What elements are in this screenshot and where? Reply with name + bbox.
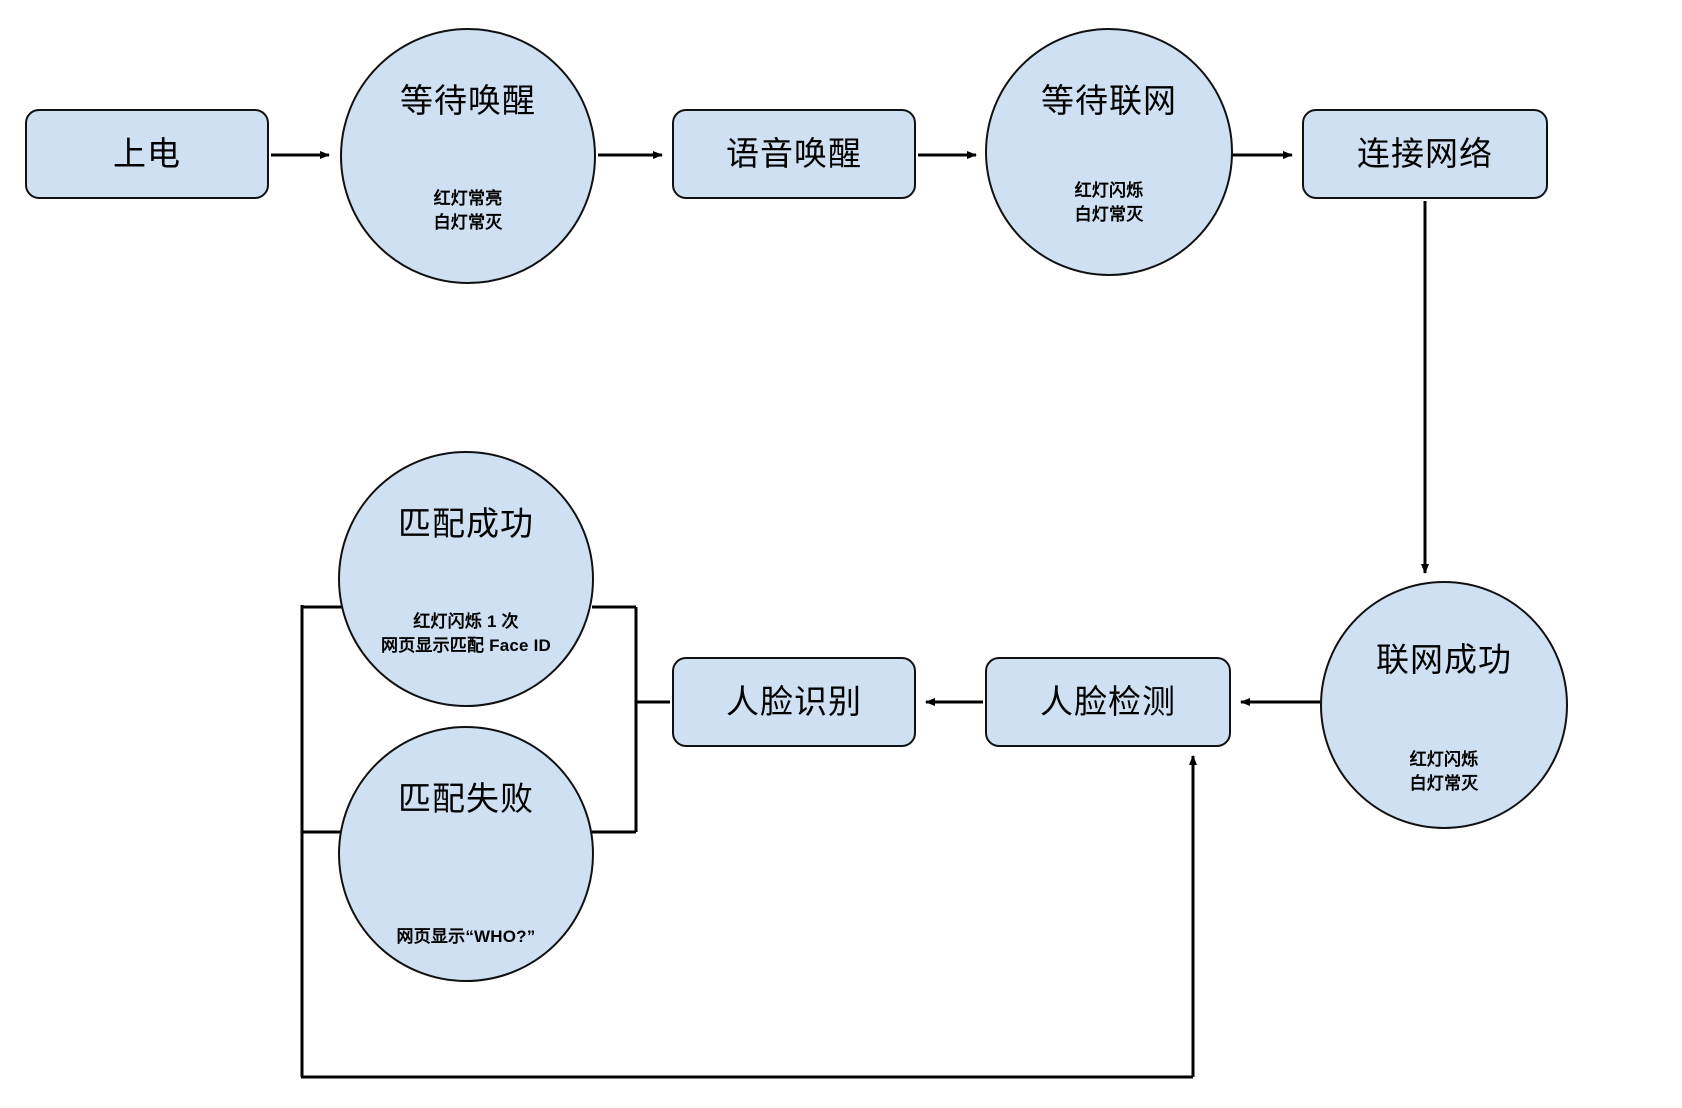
node-wait-network-sublabel: 红灯闪烁 白灯常灭 [1074, 180, 1144, 225]
node-network-success[interactable]: 联网成功 红灯闪烁 白灯常灭 [1320, 581, 1568, 829]
node-match-success-sublabel: 红灯闪烁 1 次 网页显示匹配 Face ID [381, 611, 551, 656]
node-match-fail-label: 匹配失败 [398, 780, 534, 817]
node-wait-wake-label: 等待唤醒 [400, 82, 536, 119]
node-wait-network[interactable]: 等待联网 红灯闪烁 白灯常灭 [985, 28, 1233, 276]
node-network-success-sublabel: 红灯闪烁 白灯常灭 [1409, 749, 1479, 794]
node-face-recognize[interactable]: 人脸识别 [672, 657, 916, 747]
node-match-fail[interactable]: 匹配失败 网页显示“WHO?” [338, 726, 594, 982]
node-power-on[interactable]: 上电 [25, 109, 269, 199]
node-connect-network-label: 连接网络 [1357, 135, 1493, 173]
node-network-success-label: 联网成功 [1376, 641, 1512, 678]
node-voice-wake-label: 语音唤醒 [726, 135, 862, 173]
edge-recognize-branch-bracket [592, 605, 670, 834]
node-face-detect-label: 人脸检测 [1040, 683, 1176, 721]
node-face-recognize-label: 人脸识别 [726, 683, 862, 721]
node-wait-network-label: 等待联网 [1041, 82, 1177, 119]
node-connect-network[interactable]: 连接网络 [1302, 109, 1548, 199]
node-voice-wake[interactable]: 语音唤醒 [672, 109, 916, 199]
node-wait-wake-sublabel: 红灯常亮 白灯常灭 [433, 188, 503, 233]
node-power-on-label: 上电 [113, 135, 181, 173]
node-match-fail-sublabel: 网页显示“WHO?” [396, 927, 536, 947]
node-face-detect[interactable]: 人脸检测 [985, 657, 1231, 747]
node-match-success-label: 匹配成功 [398, 505, 534, 542]
node-match-success[interactable]: 匹配成功 红灯闪烁 1 次 网页显示匹配 Face ID [338, 451, 594, 707]
node-wait-wake[interactable]: 等待唤醒 红灯常亮 白灯常灭 [340, 28, 596, 284]
